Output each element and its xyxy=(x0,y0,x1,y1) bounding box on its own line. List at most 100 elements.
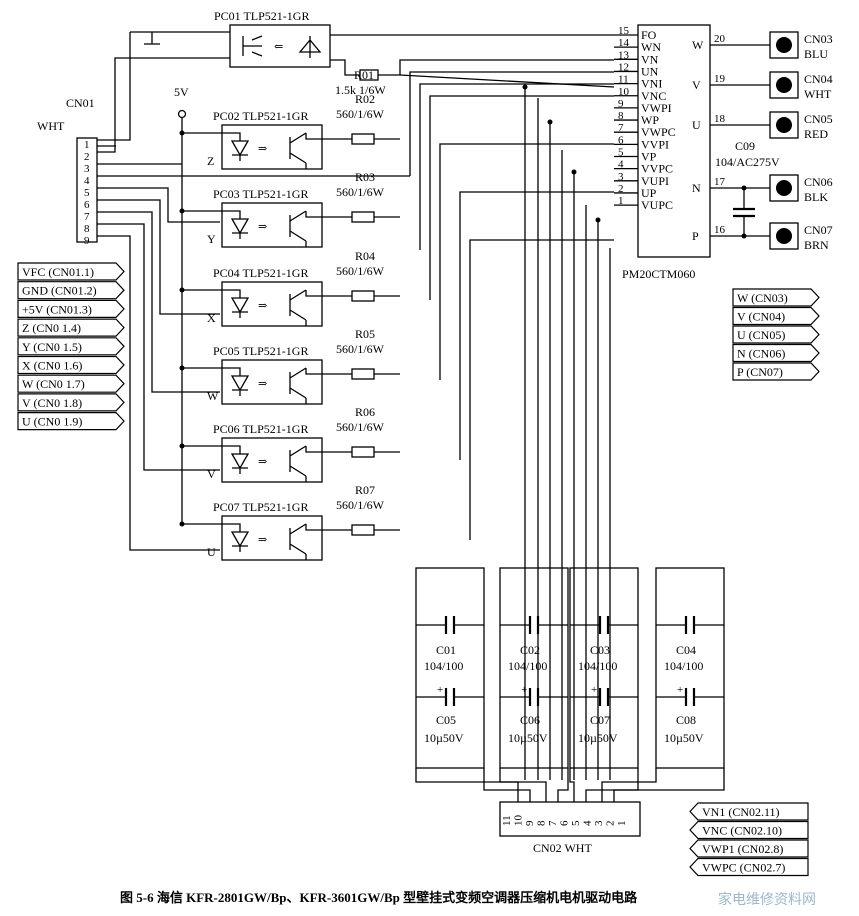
cn01-pin-number: 6 xyxy=(84,199,90,211)
output-connector-name: CN06 xyxy=(804,175,833,189)
signal-tag-label: VNC (CN02.10) xyxy=(702,824,782,838)
signal-tag: V (CN0 1.8) xyxy=(17,393,125,412)
resistor-body xyxy=(351,211,375,223)
capacitor-name: C06 xyxy=(520,713,540,727)
signal-tag-label: V (CN0 1.8) xyxy=(22,396,82,410)
cn01-pin-number: 1 xyxy=(84,139,90,151)
cn01-pin-number: 2 xyxy=(84,151,90,163)
polarity-mark: + xyxy=(677,684,683,696)
svg-text:⇐: ⇐ xyxy=(274,41,283,53)
optocoupler-body xyxy=(221,515,323,561)
capacitor-value: 104/100 xyxy=(424,659,463,673)
signal-tag: W (CN03) xyxy=(732,288,820,307)
capacitor-bank: C01104/100+C0510µ50VC02104/100+C0610µ50V… xyxy=(415,567,725,802)
output-connector-name: CN03 xyxy=(804,32,833,46)
signal-tag: VN1 (CN02.11) xyxy=(689,802,809,821)
optocoupler-body xyxy=(221,124,323,170)
signal-tag: V (CN04) xyxy=(732,306,820,326)
watermark-text: 家电维修资料网 xyxy=(718,891,816,908)
cn02-pin-number: 9 xyxy=(524,820,536,826)
ic-pin-number: 17 xyxy=(714,176,726,188)
resistor-name: R03 xyxy=(355,170,375,184)
capacitor-value: 10µ50V xyxy=(578,731,618,745)
optocoupler-name: PC02 TLP521-1GR xyxy=(213,109,308,123)
c09-value: 104/AC275V xyxy=(715,155,780,169)
ic-pin-number: 15 xyxy=(618,25,630,37)
resistor-body xyxy=(351,368,375,380)
svg-text:⇒: ⇒ xyxy=(258,378,267,390)
ic-pin-label: W xyxy=(692,38,704,52)
cn02-body xyxy=(499,801,641,837)
signal-tag-label: W (CN0 1.7) xyxy=(22,377,85,391)
capacitor-value: 104/100 xyxy=(578,659,617,673)
cn01-wiring xyxy=(97,57,410,551)
signal-tag: X (CN0 1.6) xyxy=(17,355,125,375)
optocoupler-body xyxy=(221,281,323,327)
capacitor-name: C08 xyxy=(676,713,696,727)
signal-tag-label: VWPC (CN02.7) xyxy=(702,861,785,875)
ic-pin-label: VNI xyxy=(641,77,662,91)
ic-pin-label: WN xyxy=(641,40,661,54)
svg-text:⇒: ⇒ xyxy=(258,300,267,312)
output-connector-color: BLU xyxy=(804,47,828,61)
capacitor-value: 104/100 xyxy=(664,659,703,673)
signal-tag: VWPC (CN02.7) xyxy=(689,857,809,877)
cn02-pin-number: 7 xyxy=(547,820,559,826)
ic-pin-label: V xyxy=(692,78,701,92)
supply-label: 5V xyxy=(174,85,189,99)
ic-pin-label: VN xyxy=(641,52,659,66)
cn01-pin-number: 8 xyxy=(84,223,90,235)
output-connector-color: WHT xyxy=(804,87,832,101)
cn01-pin-number: 9 xyxy=(84,235,90,247)
ic-pin-label: U xyxy=(692,118,701,132)
right-output-tags: W (CN03)V (CN04)U (CN05)N (CN06)P (CN07) xyxy=(732,288,820,381)
resistor-body xyxy=(351,524,375,536)
svg-text:⇒: ⇒ xyxy=(258,221,267,233)
signal-tag-label: V (CN04) xyxy=(737,310,785,324)
ic-pin-number: 9 xyxy=(618,98,624,110)
ic-pin-number: 4 xyxy=(618,159,624,171)
signal-tag-label: U (CN0 1.9) xyxy=(22,415,82,429)
resistor-name: R04 xyxy=(355,249,375,263)
ic-pin-label: VUPI xyxy=(641,174,669,188)
connector-terminal xyxy=(776,117,792,133)
connector-terminal xyxy=(776,37,792,53)
capacitor-name: C02 xyxy=(520,643,540,657)
cn01-name: CN01 xyxy=(66,96,95,110)
connector-terminal xyxy=(776,77,792,93)
signal-tag-label: W (CN03) xyxy=(737,291,788,305)
ic-pin-label: WP xyxy=(641,113,659,127)
cn02-pin-number: 3 xyxy=(593,820,605,826)
ic-pin-label: VVPC xyxy=(641,162,673,176)
cn01-pin-number: 7 xyxy=(84,211,90,223)
signal-tag: +5V (CN01.3) xyxy=(17,299,125,318)
optocoupler-phase: X xyxy=(207,311,216,325)
cn02-pin-number: 5 xyxy=(570,820,582,826)
ic-pin-label: N xyxy=(692,181,701,195)
ic-pin-number: 5 xyxy=(618,147,624,159)
optocoupler-name: PC05 TLP521-1GR xyxy=(213,344,308,358)
signal-tag-label: +5V (CN01.3) xyxy=(22,302,92,316)
signal-tag: VFC (CN01.1) xyxy=(17,262,125,281)
signal-tag: Z (CN0 1.4) xyxy=(17,318,125,337)
cn02-pin-number: 10 xyxy=(513,815,525,827)
cn02-pin-number: 8 xyxy=(536,820,548,826)
resistor-body xyxy=(351,290,375,302)
ic-pin-number: 16 xyxy=(714,224,726,236)
signal-tag: P (CN07) xyxy=(732,362,820,381)
capacitor-name: C01 xyxy=(436,643,456,657)
ic-pin-label: VP xyxy=(641,150,657,164)
optocoupler-phase: Y xyxy=(207,232,216,246)
resistor-body xyxy=(351,133,375,145)
cn02-pin-number: 6 xyxy=(559,820,571,826)
resistor-name: R05 xyxy=(355,327,375,341)
